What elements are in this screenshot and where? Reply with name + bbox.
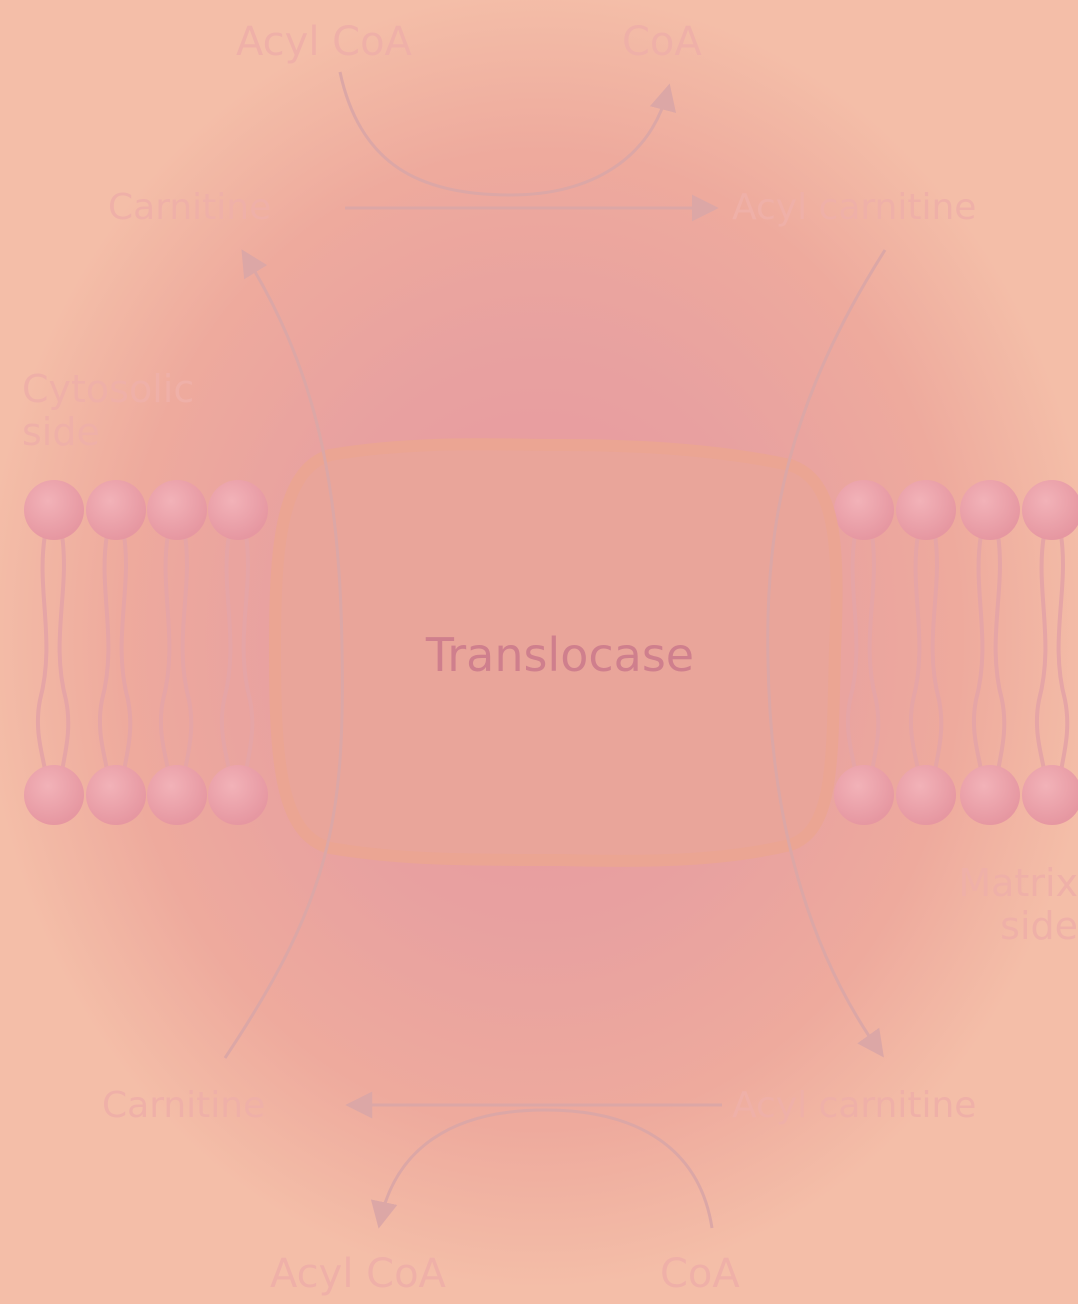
- translocase-label: Translocase: [330, 632, 790, 678]
- bottom-coa-arc: [380, 1110, 712, 1228]
- lipid-bilayer-left: [24, 480, 268, 825]
- top-carnitine-label: Carnitine: [108, 190, 271, 226]
- top-coa-label: CoA: [622, 22, 702, 62]
- top-acyl-coa-label: Acyl CoA: [236, 22, 412, 62]
- top-coa-arc: [340, 72, 668, 195]
- top-acyl-carnitine-label: Acyl carnitine: [732, 190, 976, 226]
- bottom-carnitine-label: Carnitine: [102, 1088, 265, 1124]
- bottom-coa-label: CoA: [660, 1254, 740, 1294]
- cytosolic-side-label: Cytosolic side: [22, 368, 222, 453]
- matrix-side-label: Matrix side: [940, 862, 1078, 947]
- bottom-acyl-coa-label: Acyl CoA: [270, 1254, 446, 1294]
- bottom-acyl-carnitine-label: Acyl carnitine: [732, 1088, 976, 1124]
- lipid-bilayer-right: [834, 480, 1078, 825]
